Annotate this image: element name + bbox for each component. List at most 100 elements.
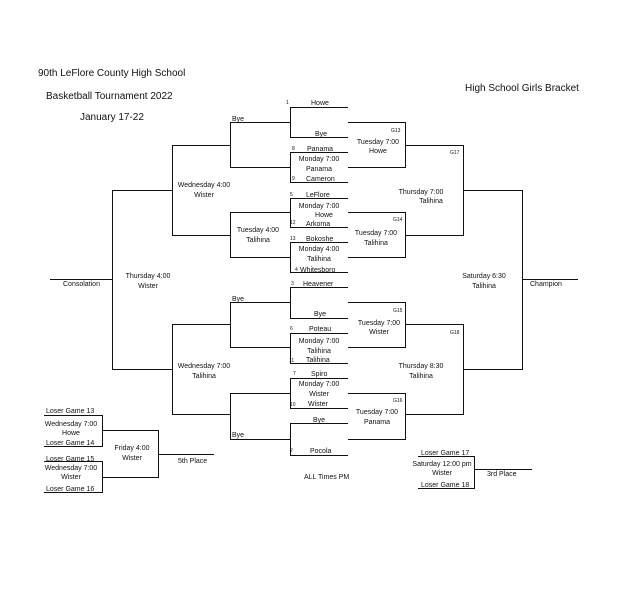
loser-game-14: Loser Game 14 [46, 440, 95, 447]
seed-number: 4 [295, 267, 298, 273]
seed-number: 8 [292, 146, 295, 152]
bracket-line [348, 439, 405, 440]
game-time: Friday 4:00 [114, 445, 150, 452]
game-location: Howe [62, 430, 80, 437]
bracket-line [112, 190, 172, 191]
game-number: G13 [391, 128, 401, 134]
bracket-line [290, 333, 348, 334]
bracket-line [290, 182, 348, 183]
bracket-line [158, 454, 214, 455]
bracket-line [463, 190, 522, 191]
team-heavener: Heavener [303, 281, 334, 288]
seed-number: 10 [290, 402, 296, 408]
game-location: Howe [369, 148, 387, 155]
bracket-line [418, 456, 474, 457]
bracket-line [290, 152, 291, 183]
times-note: ALL Times PM [304, 474, 350, 481]
bracket-line [463, 369, 522, 370]
bracket-line [172, 324, 230, 325]
bracket-line [290, 198, 291, 228]
tournament-title: 90th LeFlore County High School [38, 68, 186, 79]
team-bye: Bye [314, 311, 327, 318]
fifth-place-label: 5th Place [178, 458, 208, 465]
bracket-line [522, 190, 523, 370]
bracket-line [348, 212, 405, 213]
bracket-line [230, 302, 231, 348]
consolation-label: Consolation [63, 281, 100, 288]
bracket-line [172, 145, 230, 146]
game-time: Tuesday 7:00 [354, 230, 398, 237]
bracket-line [290, 455, 348, 456]
loser-game-18: Loser Game 18 [421, 482, 470, 489]
seed-number: 11 [289, 358, 295, 364]
bracket-line [290, 287, 348, 288]
game-time: Thursday 7:00 [398, 189, 444, 196]
game-time: Saturday 6:30 [462, 273, 506, 280]
bracket-line [50, 279, 112, 280]
tournament-subtitle: Basketball Tournament 2022 [46, 91, 173, 102]
game-location: Talihina [409, 373, 433, 380]
game-location: Talihina [419, 198, 443, 205]
game-location: Talihina [192, 373, 216, 380]
bracket-line [405, 302, 406, 348]
team-poteau: Poteau [309, 326, 332, 333]
seed-number: 7 [293, 371, 296, 377]
team-leflore: LeFlore [306, 192, 330, 199]
bracket-line [290, 152, 348, 153]
team-wister: Wister [308, 401, 328, 408]
loser-game-15: Loser Game 15 [46, 456, 95, 463]
bracket-line [405, 145, 463, 146]
bracket-line [418, 488, 474, 489]
bracket-line [290, 272, 348, 273]
game-time: Thursday 4:00 [125, 273, 171, 280]
seed-number: 9 [292, 176, 295, 182]
bracket-line [290, 198, 348, 199]
game-time: Monday 7:00 [298, 381, 340, 388]
game-location: Talihina [472, 283, 496, 290]
seed-number: 13 [290, 236, 296, 242]
team-pocola: Pocola [310, 448, 332, 455]
bracket-line [290, 363, 348, 364]
bracket-line [474, 469, 532, 470]
game-time: Monday 7:00 [298, 156, 340, 163]
bracket-line [405, 414, 463, 415]
game-time: Thursday 8:30 [398, 363, 444, 370]
game-location: Wister [138, 283, 158, 290]
team-talihina: Talihina [306, 357, 330, 364]
bracket-line [230, 393, 231, 440]
bracket-line [230, 439, 290, 440]
bracket-line [172, 235, 230, 236]
game-time: Wednesday 7:00 [177, 363, 231, 370]
game-number: G17 [450, 150, 460, 156]
game-location: Wister [194, 192, 214, 199]
game-location: Talihina [307, 256, 331, 263]
bracket-line [348, 257, 405, 258]
bracket-line [348, 347, 405, 348]
seed-number: 3 [291, 281, 294, 287]
team-panama: Panama [307, 146, 334, 153]
seed-number: 2 [290, 448, 293, 454]
third-place-label: 3rd Place [487, 471, 517, 478]
game-location: Panama [363, 419, 391, 426]
loser-game-17: Loser Game 17 [421, 450, 470, 457]
bracket-line [348, 167, 405, 168]
bracket-line [290, 408, 348, 409]
game-time: Tuesday 7:00 [357, 320, 401, 327]
bye-label: Bye [232, 296, 245, 303]
bracket-line [348, 393, 405, 394]
bracket-line [290, 333, 291, 364]
bracket-name: High School Girls Bracket [465, 83, 579, 94]
tournament-dates: January 17-22 [80, 112, 144, 123]
bracket-line [290, 287, 291, 319]
bracket-line [44, 446, 102, 447]
bracket-line [172, 145, 173, 236]
bracket-line [405, 235, 463, 236]
bracket-line [230, 212, 290, 213]
bracket-line [290, 242, 348, 243]
game-time: Monday 7:00 [298, 203, 340, 210]
game-time: Wednesday 7:00 [44, 465, 98, 472]
team-bye: Bye [315, 131, 328, 138]
team-arkoma: Arkoma [306, 221, 331, 228]
seed-number: 1 [286, 100, 289, 106]
game-time: Monday 7:00 [298, 338, 340, 345]
